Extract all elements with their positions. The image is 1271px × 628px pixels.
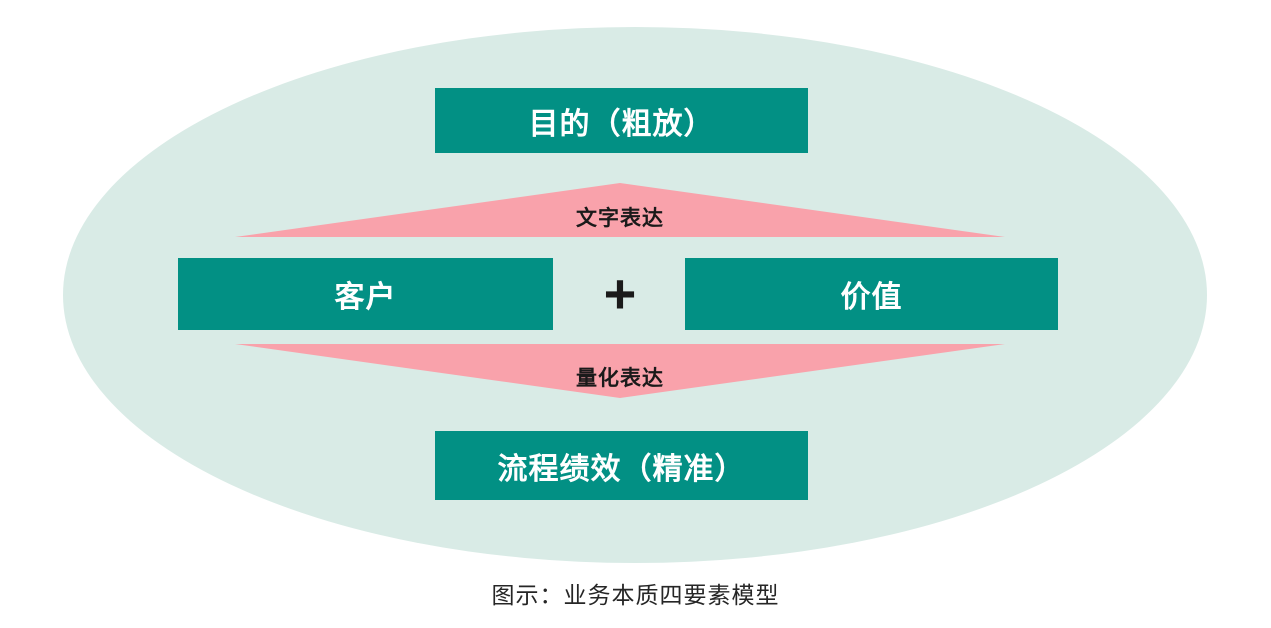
figure-caption: 图示：业务本质四要素模型 (491, 582, 780, 608)
upper-arrow-label: 文字表达 (576, 207, 664, 230)
plus-sign: + (603, 262, 637, 325)
customer-box: 客户 (178, 258, 553, 330)
value-box: 价值 (685, 258, 1058, 330)
lower-arrow-label: 量化表达 (576, 367, 664, 390)
purpose-box: 目的（粗放） (435, 88, 808, 153)
process-performance-box: 流程绩效（精准） (435, 431, 808, 500)
